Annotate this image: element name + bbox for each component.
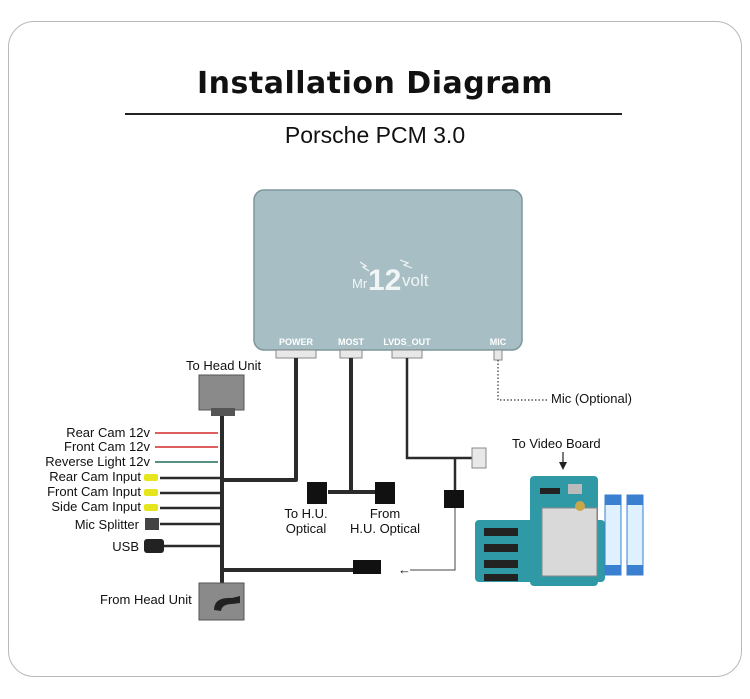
- to-hu-optical-label-line2: Optical: [286, 521, 327, 536]
- most-port-connector: [339, 349, 363, 359]
- lvds-mid-connector: [444, 490, 464, 508]
- to-head-unit-connector-base: [211, 408, 235, 416]
- logo-number: 12: [368, 264, 401, 297]
- front-cam-rca-icon: [144, 489, 158, 496]
- down-arrow-icon: [559, 462, 567, 470]
- plug-icon: [214, 596, 240, 611]
- ribbon-cable-1-tip-bottom: [605, 565, 621, 575]
- port-lvds-label: LVDS_OUT: [383, 337, 431, 347]
- front-cam-input-label: Front Cam Input: [47, 484, 141, 499]
- mic-dotted-line: [497, 360, 548, 401]
- mic-splitter-label: Mic Splitter: [75, 517, 140, 532]
- ribbon-cable-2-tip-top: [627, 495, 643, 505]
- diagram-title: Installation Diagram: [196, 66, 553, 101]
- from-hu-optical-label-line2: H.U. Optical: [350, 521, 420, 536]
- mic-splitter-connector-icon: [145, 518, 159, 530]
- title-divider: [125, 113, 622, 115]
- link-arrow-icon: ←: [398, 562, 411, 577]
- to-hu-optical-label-line1: To H.U.: [284, 506, 327, 521]
- ribbon-cable-2-tip-bottom: [627, 565, 643, 575]
- side-cam-input-label: Side Cam Input: [51, 499, 141, 514]
- usb-label: USB: [112, 539, 139, 554]
- to-hu-optical-connector: [307, 482, 327, 504]
- connector-link-line: [410, 508, 456, 571]
- power-port-connector: [275, 349, 317, 359]
- side-cam-rca-icon: [144, 504, 158, 511]
- usb-extension-connector: [353, 560, 381, 574]
- diagram-subtitle: Porsche PCM 3.0: [284, 122, 466, 148]
- from-hu-optical-label-line1: From: [370, 506, 400, 521]
- rear-cam-rca-icon: [144, 474, 158, 481]
- front-cam-12v-label: Front Cam 12v: [64, 439, 150, 454]
- rear-cam-12v-label: Rear Cam 12v: [66, 425, 150, 440]
- to-head-unit-label: To Head Unit: [186, 358, 262, 373]
- from-head-unit-label: From Head Unit: [100, 592, 192, 607]
- to-head-unit-connector: [198, 374, 245, 411]
- ribbon-cable-1-tip-top: [605, 495, 621, 505]
- mic-optional-label: Mic (Optional): [551, 391, 632, 406]
- lvds-cable: [405, 358, 472, 490]
- interface-module: [253, 189, 523, 351]
- rear-cam-input-label: Rear Cam Input: [49, 469, 141, 484]
- usb-connector-icon: [144, 539, 164, 553]
- diagram-frame: [8, 21, 742, 677]
- port-most-label: MOST: [338, 337, 365, 347]
- reverse-light-12v-label: Reverse Light 12v: [45, 454, 150, 469]
- harness-branches: [160, 476, 222, 548]
- from-hu-optical-connector: [375, 482, 395, 504]
- to-video-board-label: To Video Board: [512, 436, 601, 451]
- mic-port-connector: [493, 349, 503, 361]
- ribbon-cable-2: [626, 494, 644, 576]
- main-harness: [220, 358, 378, 588]
- logo-prefix: Mr: [352, 276, 368, 291]
- mr12volt-logo: Mr 12 volt: [352, 259, 429, 297]
- ribbon-cable-1: [604, 494, 622, 576]
- lvds-port-connector: [391, 349, 423, 359]
- port-power-label: POWER: [279, 337, 314, 347]
- lvds-video-board-plug: [471, 447, 487, 469]
- video-board: [475, 476, 605, 586]
- port-mic-label: MIC: [490, 337, 507, 347]
- logo-suffix: volt: [402, 271, 429, 290]
